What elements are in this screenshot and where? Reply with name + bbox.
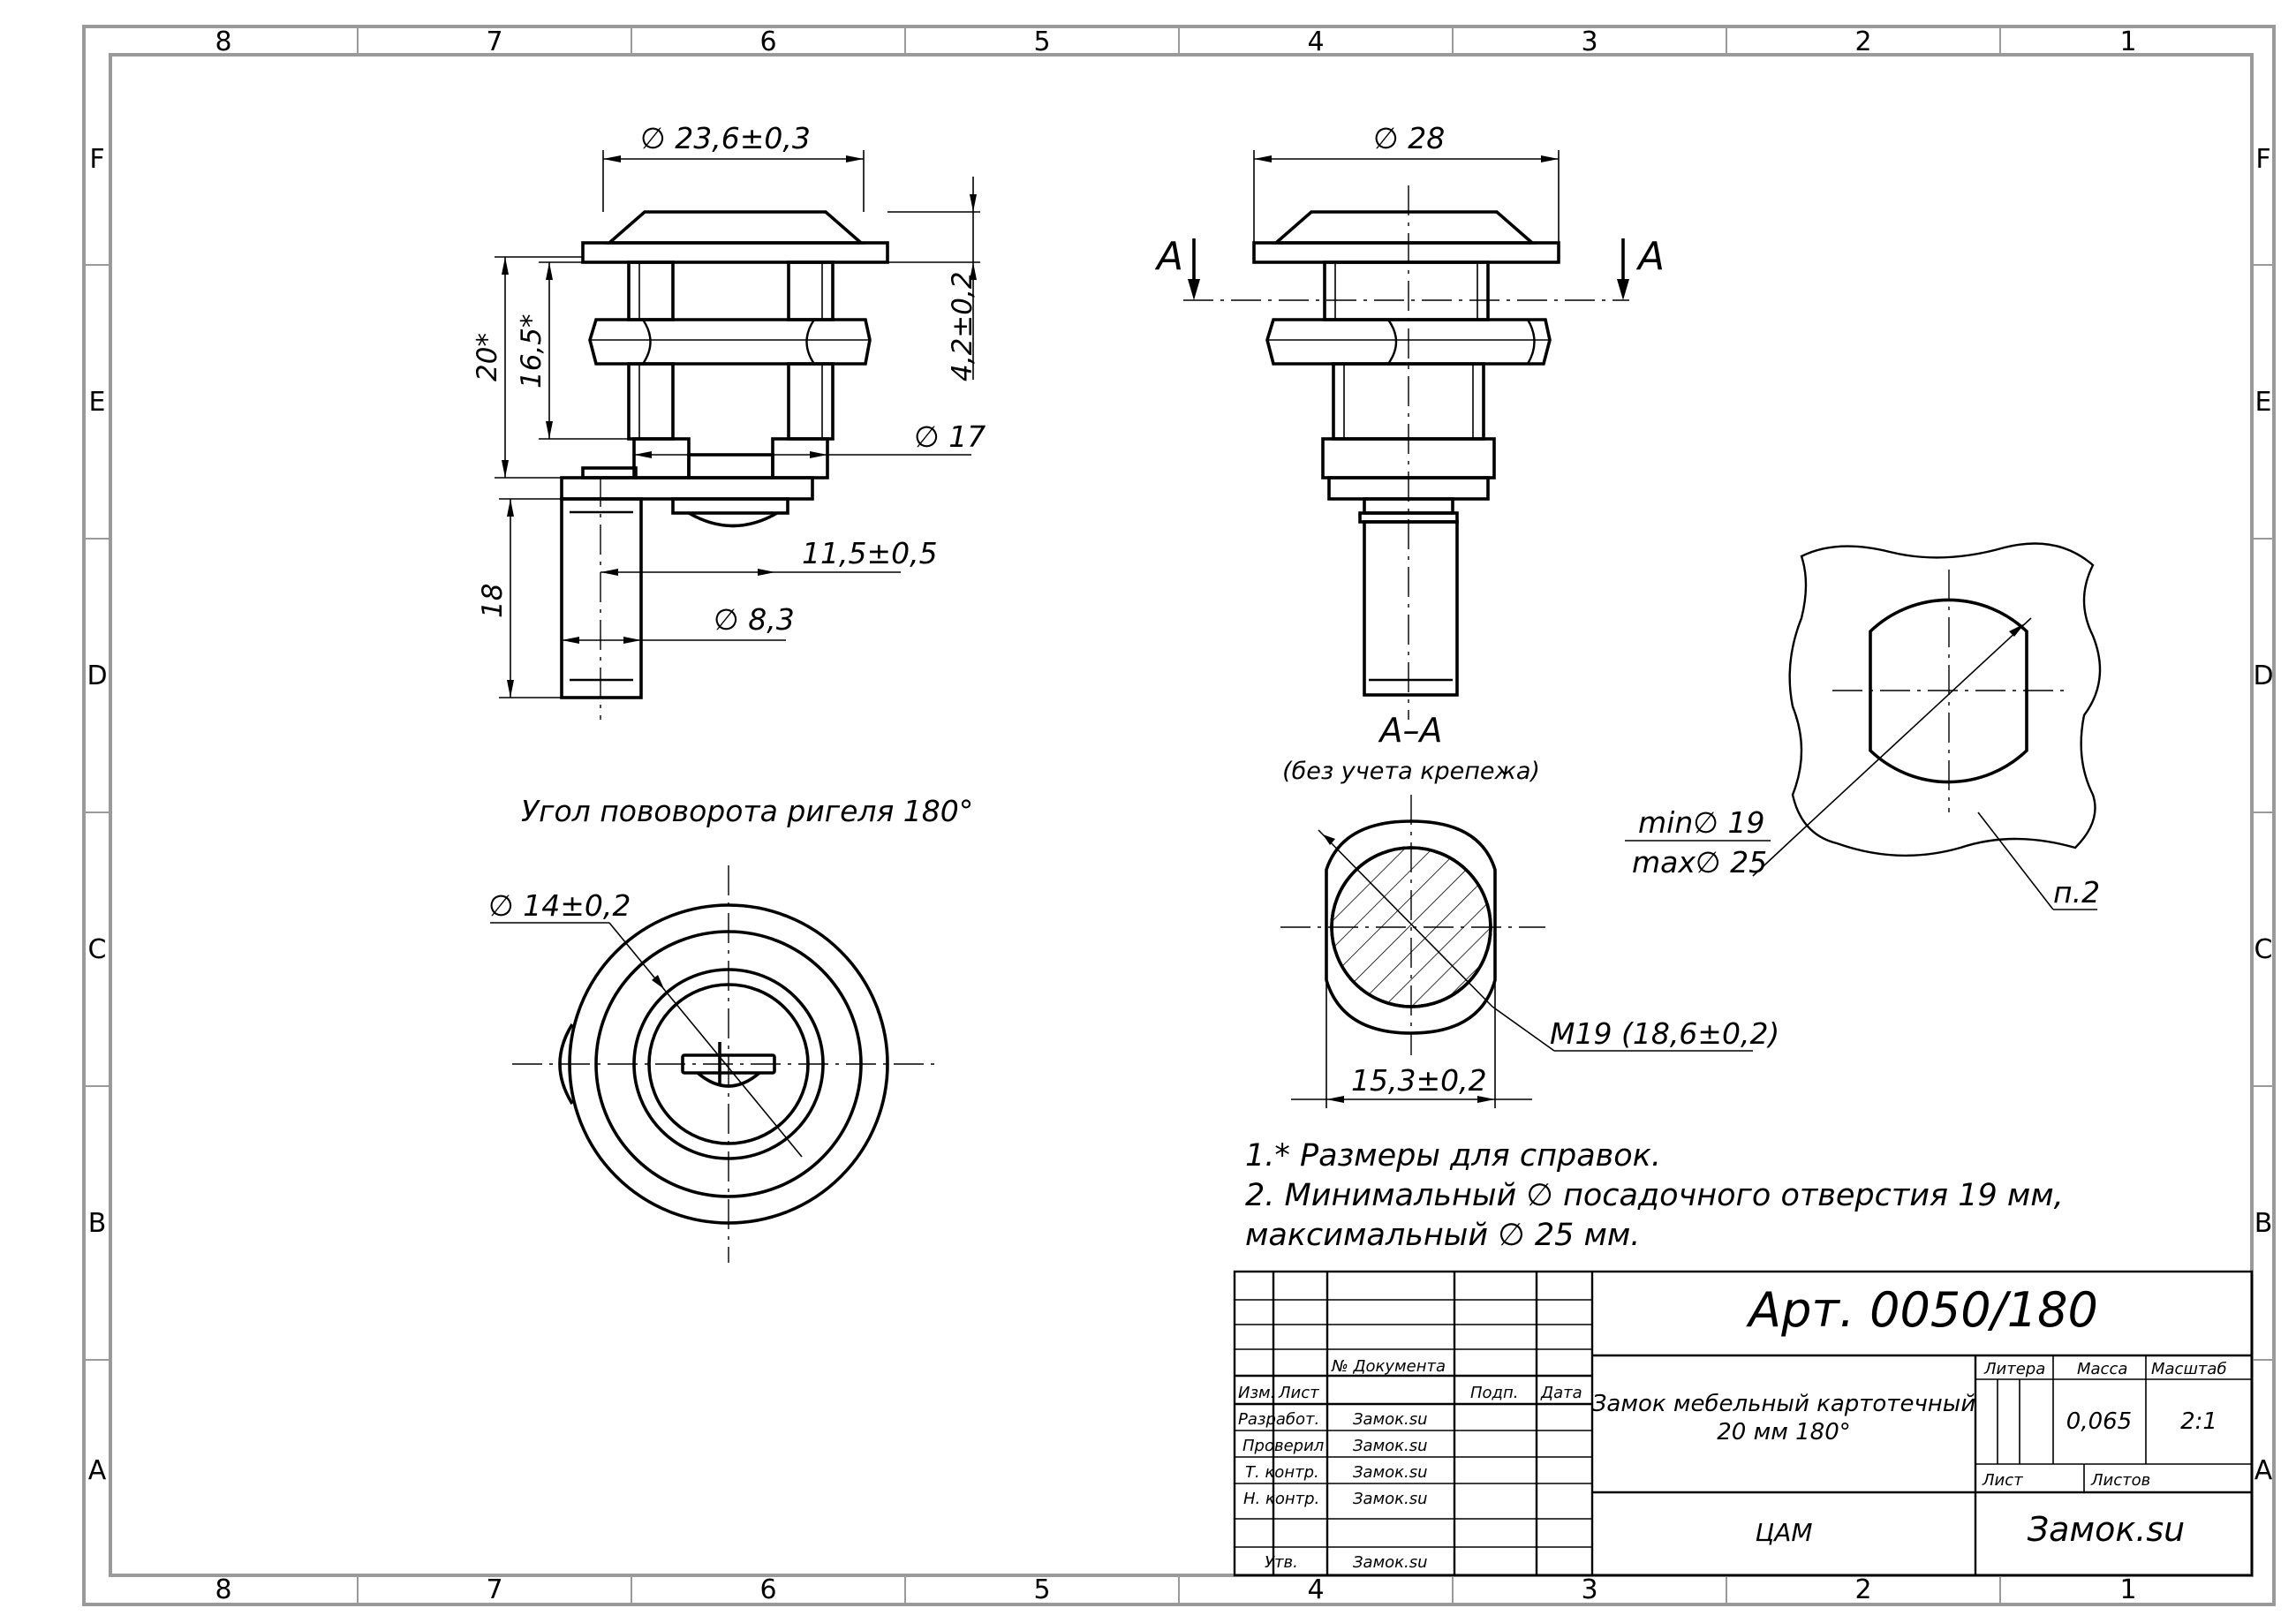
dim-d-17: ∅ 17 [914, 419, 986, 454]
rotation-angle-note: Угол пововорота ригеля 180° [521, 794, 973, 828]
title-block: Арт. 0050/180 Замок мебельный картотечны… [1233, 1270, 2254, 1577]
signer-tkontr: Замок.su [1353, 1463, 1428, 1482]
col-izm: Изм. [1238, 1384, 1275, 1402]
massa-label: Масса [2077, 1360, 2127, 1378]
dim-h-thread: 16,5* [516, 313, 548, 389]
zone-left-A: A [88, 1455, 107, 1486]
col-doc: № Документа [1331, 1357, 1446, 1376]
hole-detail: min∅ 19 max∅ 25 п.2 [1625, 542, 2102, 910]
row-razrab: Разработ. [1238, 1410, 1319, 1429]
section-view: M19 (18,6±0,2) 15,3±0,2 [1280, 795, 1779, 1108]
col-list: Лист [1278, 1384, 1319, 1402]
dim-min-19: min∅ 19 [1638, 805, 1764, 840]
zone-top-8: 8 [215, 26, 231, 57]
zone-bottom-6: 6 [759, 1574, 776, 1605]
zone-left-F: F [89, 144, 104, 175]
face-view: ∅ 14±0,2 [488, 865, 936, 1263]
front-view: ∅ 23,6±0,3 4,2±0,2 20* 16,5* ∅ 17 11,5±0… [472, 121, 986, 720]
scale-value: 2:1 [2180, 1408, 2217, 1435]
section-title: A–A [1378, 711, 1443, 750]
zone-bottom-5: 5 [1033, 1574, 1050, 1605]
zone-top-6: 6 [759, 26, 776, 57]
article-number: Арт. 0050/180 [1746, 1282, 2098, 1338]
company-name: Замок.su [2028, 1510, 2185, 1549]
org-name: ЦАМ [1755, 1518, 1812, 1547]
dim-len-115: 11,5±0,5 [802, 536, 938, 570]
signer-prov: Замок.su [1353, 1437, 1428, 1455]
notes: 1.* Размеры для справок. 2. Минимальный … [1245, 1138, 2064, 1253]
dim-len-18: 18 [477, 584, 509, 618]
zone-left-C: C [88, 934, 107, 965]
zone-bottom-7: 7 [486, 1574, 502, 1605]
dim-h-flange: 4,2±0,2 [947, 271, 978, 381]
zone-bottom-1: 1 [2119, 1574, 2136, 1605]
dim-d-head: ∅ 23,6±0,3 [640, 121, 811, 155]
sheet-label: Лист [1982, 1471, 2023, 1490]
zone-bottom-3: 3 [1581, 1574, 1597, 1605]
ref-p2: п.2 [2053, 875, 2100, 910]
zone-top-5: 5 [1033, 26, 1050, 57]
dim-w-153: 15,3±0,2 [1351, 1063, 1487, 1098]
zone-bottom-4: 4 [1307, 1574, 1324, 1605]
zone-right-A: A [2254, 1455, 2273, 1486]
zone-left-E: E [89, 387, 106, 418]
mass-value: 0,065 [2066, 1408, 2132, 1435]
row-nkontr: Н. контр. [1243, 1490, 1319, 1508]
row-tkontr: Т. контр. [1245, 1463, 1319, 1482]
zone-top-2: 2 [1854, 26, 1871, 57]
dim-m19: M19 (18,6±0,2) [1550, 1016, 1779, 1051]
masshtab-label: Масштаб [2151, 1360, 2227, 1378]
row-utv: Утв. [1265, 1553, 1298, 1572]
zone-right-C: C [2254, 934, 2273, 965]
note-3: максимальный ∅ 25 мм. [1245, 1218, 1640, 1253]
side-view: ∅ 28 A A [1154, 121, 1665, 720]
sheets-label: Листов [2090, 1471, 2150, 1490]
litera-label: Литера [1983, 1360, 2045, 1378]
product-name-line1: Замок мебельный картотечный [1592, 1391, 1975, 1417]
section-mark-left: A [1154, 234, 1183, 279]
signer-nkontr: Замок.su [1353, 1490, 1428, 1508]
zone-left-B: B [88, 1208, 107, 1239]
zone-left-D: D [87, 661, 107, 691]
zone-top-3: 3 [1581, 26, 1597, 57]
section-subtitle: (без учета крепежа) [1282, 758, 1540, 785]
col-date: Дата [1540, 1384, 1582, 1402]
zone-bottom-2: 2 [1854, 1574, 1871, 1605]
zone-right-B: B [2254, 1208, 2273, 1239]
dim-max-25: max∅ 25 [1632, 845, 1767, 879]
section-mark-right: A [1635, 234, 1665, 279]
zone-top-4: 4 [1307, 26, 1324, 57]
note-2: 2. Минимальный ∅ посадочного отверстия 1… [1245, 1178, 2064, 1213]
dim-d-head2: ∅ 28 [1373, 121, 1445, 155]
zone-top-1: 1 [2119, 26, 2136, 57]
drawing-frame: 8 7 6 5 4 3 2 1 8 7 6 5 4 3 2 1 F E D C … [82, 25, 2276, 1606]
dim-h-body: 20* [472, 333, 503, 381]
zone-bottom-8: 8 [215, 1574, 231, 1605]
zone-right-E: E [2255, 387, 2272, 418]
zone-right-F: F [2255, 144, 2270, 175]
dim-d-83: ∅ 8,3 [714, 602, 795, 637]
zone-right-D: D [2253, 661, 2273, 691]
signer-razrab: Замок.su [1353, 1410, 1428, 1429]
col-podp: Подп. [1470, 1384, 1518, 1402]
zone-top-7: 7 [486, 26, 502, 57]
dim-d-14: ∅ 14±0,2 [488, 888, 631, 923]
signer-utv: Замок.su [1353, 1553, 1428, 1572]
row-prov: Проверил [1242, 1437, 1324, 1455]
note-1: 1.* Размеры для справок. [1245, 1138, 1661, 1174]
product-name-line2: 20 мм 180° [1717, 1419, 1850, 1446]
